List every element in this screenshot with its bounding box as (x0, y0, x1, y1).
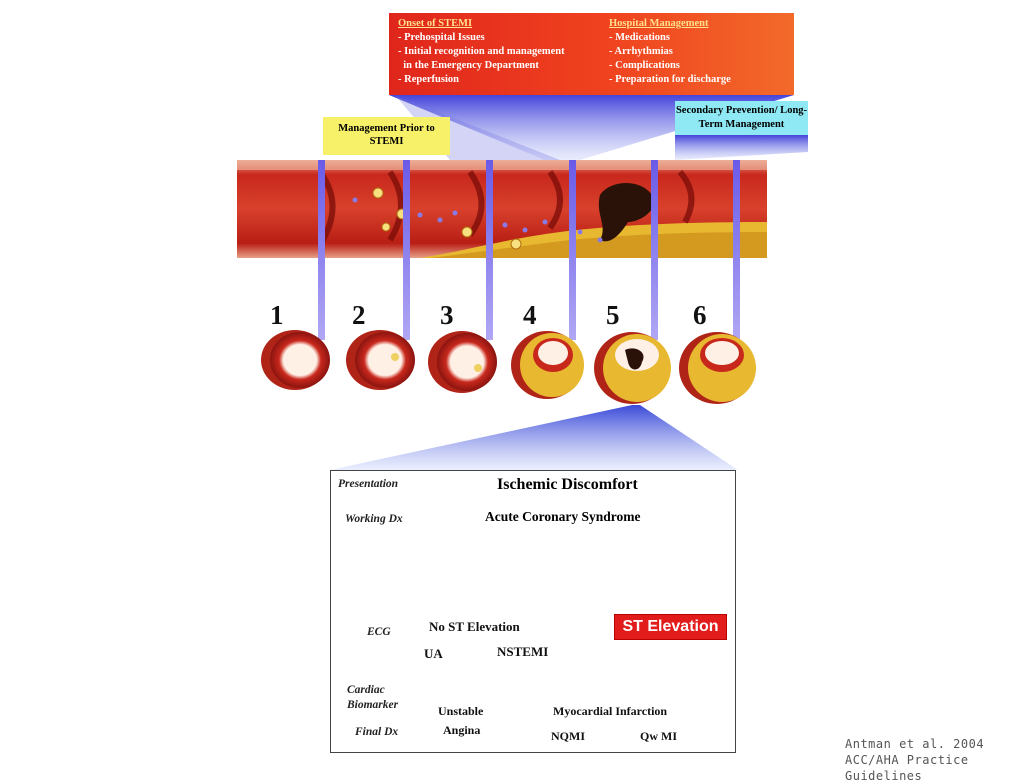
onset-item: - Reperfusion (398, 74, 459, 85)
hospital-title: Hospital Management (609, 18, 709, 29)
citation-line: ACC/AHA Practice Guidelines (845, 753, 969, 783)
cross-section-1 (261, 330, 330, 390)
hospital-item: - Medications (609, 32, 670, 43)
hospital-item: - Arrhythmias (609, 46, 673, 57)
onset-title: Onset of STEMI (398, 18, 473, 29)
panel-title: Ischemic Discomfort (497, 476, 638, 493)
management-prior-callout: Management Prior to STEMI (323, 117, 450, 155)
qwmi-label: Qw MI (640, 729, 677, 743)
detail-fan (330, 405, 738, 470)
artery-illustration (237, 95, 808, 726)
nstemi-label: NSTEMI (497, 644, 549, 659)
stage-number: 3 (440, 300, 454, 330)
stage-number: 1 (270, 300, 284, 330)
citation: Antman et al. 2004 ACC/AHA Practice Guid… (845, 736, 1024, 784)
cross-section-2 (346, 330, 415, 390)
onset-column: Onset of STEMI - Prehospital Issues - In… (398, 17, 565, 87)
stage-number: 2 (352, 300, 366, 330)
hospital-column: Hospital Management - Medications - Arrh… (609, 17, 731, 87)
unstable-label: Unstable (438, 704, 484, 718)
flow-ecg: ECG (367, 626, 391, 638)
secondary-fan (675, 135, 808, 160)
cross-section-4 (511, 331, 584, 399)
stemi-banner: Onset of STEMI - Prehospital Issues - In… (389, 13, 794, 95)
stage-number: 4 (523, 300, 537, 330)
flow-presentation: Presentation (338, 478, 399, 490)
onset-item: - Initial recognition and management (398, 46, 565, 57)
secondary-prevention-callout: Secondary Prevention/ Long-Term Manageme… (675, 101, 808, 135)
no-st-label: No ST Elevation (429, 619, 520, 634)
mi-label: Myocardial Infarction (553, 704, 668, 718)
flow-biomarker: Cardiac Biomarker (347, 684, 399, 711)
angina-label: Angina (443, 723, 481, 737)
nqmi-label: NQMI (551, 729, 585, 743)
onset-item: - Prehospital Issues (398, 32, 485, 43)
hospital-item: - Complications (609, 60, 680, 71)
cross-section-3 (428, 331, 497, 393)
stage-number: 5 (606, 300, 620, 330)
citation-line: Antman et al. 2004 (845, 737, 985, 751)
thrombus (598, 182, 654, 242)
cross-section-6 (679, 332, 756, 404)
ua-label: UA (424, 646, 443, 661)
st-elevation-label: ST Elevation (614, 614, 727, 640)
flow-final-dx: Final Dx (355, 726, 399, 738)
panel-subtitle: Acute Coronary Syndrome (485, 509, 641, 524)
acs-panel (330, 470, 736, 753)
hospital-item: - Preparation for discharge (609, 74, 731, 85)
cross-section-5 (594, 332, 671, 404)
stage-number: 6 (693, 300, 707, 330)
onset-item: in the Emergency Department (398, 60, 539, 71)
flow-working-dx: Working Dx (345, 513, 403, 525)
